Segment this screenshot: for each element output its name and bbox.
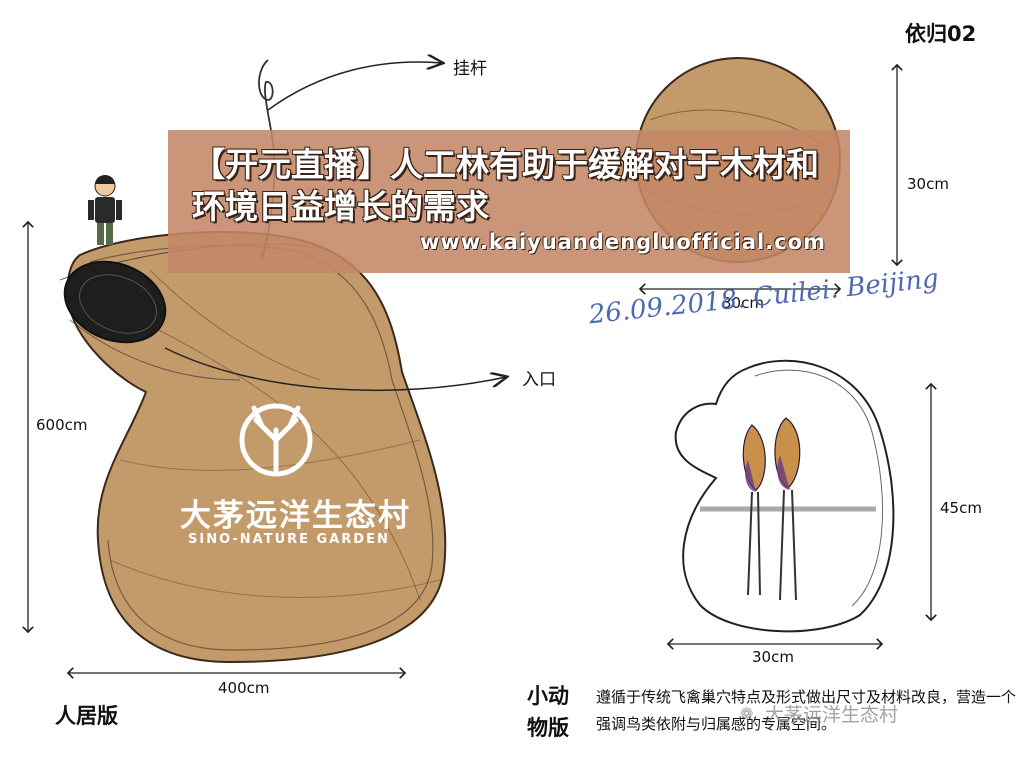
bird-icon bbox=[774, 417, 801, 601]
brand-name-cn: 大茅远洋生态村 bbox=[180, 498, 411, 534]
large-nest-width-label: 400cm bbox=[218, 679, 270, 697]
entrance-hole-hatching bbox=[79, 274, 157, 334]
entrance-arrow bbox=[164, 347, 506, 392]
deer-logo-icon bbox=[239, 403, 313, 477]
banner-title: 【开元直播】人工林有助于缓解对于木材和环境日益增长的需求 bbox=[192, 145, 819, 226]
sheet-id-label: 依归02 bbox=[905, 22, 977, 46]
pole-label: 挂杆 bbox=[453, 59, 487, 79]
animal-version-label-line2: 物版 bbox=[527, 716, 569, 740]
overlay-banner: 【开元直播】人工林有助于缓解对于木材和环境日益增长的需求 www.kaiyuan… bbox=[168, 130, 850, 273]
ball-height-label: 30cm bbox=[907, 175, 949, 193]
bird-icon bbox=[742, 424, 766, 596]
large-nest-entrance-hole bbox=[63, 260, 167, 344]
ball-width-label: 30cm bbox=[722, 294, 764, 312]
animal-version-label-line1: 小动 bbox=[527, 684, 569, 708]
small-nest-description: 遵循于传统飞禽巢穴特点及形式做出尺寸及材料改良，营造一个强调鸟类依附与归属感的专… bbox=[596, 688, 1017, 733]
small-nest-height-label: 45cm bbox=[940, 499, 982, 517]
wechat-icon: ❁ bbox=[740, 704, 754, 723]
pole-arrow bbox=[267, 62, 442, 111]
human-version-label: 人居版 bbox=[55, 704, 118, 728]
entrance-label: 入口 bbox=[522, 370, 556, 390]
small-nest-width-label: 30cm bbox=[752, 648, 794, 666]
brand-name-en: SINO-NATURE GARDEN bbox=[188, 532, 390, 547]
watermark: 大茅远洋生态村 bbox=[765, 704, 899, 726]
person-figure-icon bbox=[88, 175, 122, 245]
large-nest-body bbox=[59, 231, 447, 664]
large-nest-height-label: 600cm bbox=[36, 416, 88, 434]
banner-url[interactable]: www.kaiyuandengluofficial.com bbox=[420, 230, 826, 254]
